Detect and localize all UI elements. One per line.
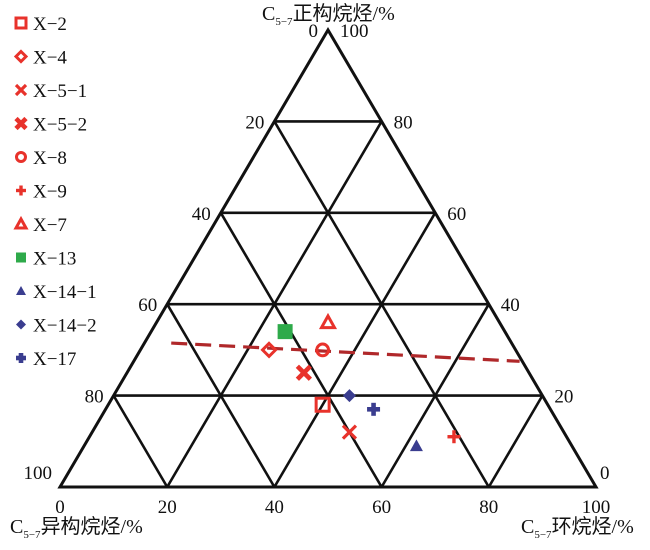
legend-item-x-14-2: X−14−2 — [16, 316, 97, 337]
bottom-tick-80: 80 — [479, 497, 498, 518]
bottom-tick-20: 20 — [158, 497, 177, 518]
grid-line-iso-80 — [112, 394, 169, 488]
bottom-tick-0: 0 — [55, 497, 65, 518]
left-tick-80: 80 — [85, 387, 104, 408]
left-tick-0: 0 — [309, 21, 319, 42]
legend-item-x-9: X−9 — [16, 182, 67, 203]
reference-line-layer — [171, 341, 520, 363]
point-x-7 — [318, 312, 338, 330]
legend-item-x-13: X−13 — [16, 249, 76, 270]
legend: X−2X−4X−5−1X−5−2X−8X−9X−7X−13X−14−1X−14−… — [13, 14, 97, 370]
grid-line-cyclo-60 — [380, 303, 490, 488]
legend-marker-x-14-2 — [16, 319, 26, 330]
left-tick-40: 40 — [192, 204, 211, 225]
legend-marker-x-7 — [13, 215, 29, 230]
legend-item-x-5-2: X−5−2 — [14, 115, 87, 136]
left-tick-20: 20 — [245, 112, 264, 133]
ternary-frame — [57, 27, 599, 489]
right-tick-0: 0 — [600, 463, 610, 484]
right-tick-40: 40 — [501, 295, 520, 316]
legend-label-x-2: X−2 — [33, 14, 67, 35]
legend-label-x-17: X−17 — [33, 349, 76, 370]
point-x-4 — [260, 341, 278, 359]
bottom-tick-40: 40 — [265, 497, 284, 518]
legend-item-x-7: X−7 — [13, 215, 67, 236]
bottom-tick-100: 100 — [582, 497, 611, 518]
legend-marker-x-5-1 — [14, 83, 28, 97]
legend-marker-x-8 — [15, 151, 27, 163]
legend-label-x-14-2: X−14−2 — [33, 316, 97, 337]
right-tick-80: 80 — [394, 112, 413, 133]
legend-item-x-14-1: X−14−1 — [16, 282, 97, 303]
bottom-tick-60: 60 — [372, 497, 391, 518]
point-x-17 — [367, 402, 381, 416]
legend-label-x-4: X−4 — [33, 48, 67, 69]
right-tick-60: 60 — [447, 204, 466, 225]
axis-title-top: C5−7正构烷烃/% — [262, 2, 395, 28]
legend-marker-x-5-2 — [14, 116, 28, 131]
legend-item-x-8: X−8 — [15, 148, 67, 169]
right-tick-100: 100 — [340, 21, 369, 42]
grid-line-cyclo-40 — [273, 212, 437, 488]
dashed-reference-line — [171, 341, 520, 363]
point-x-8 — [315, 342, 330, 358]
point-x-5-2 — [295, 364, 313, 381]
grid-line-cyclo-80 — [487, 394, 544, 488]
legend-item-x-17: X−17 — [16, 349, 76, 370]
left-tick-60: 60 — [138, 295, 157, 316]
legend-label-x-9: X−9 — [33, 182, 67, 203]
legend-label-x-7: X−7 — [33, 215, 67, 236]
point-x-9 — [447, 430, 461, 444]
legend-marker-x-14-1 — [16, 286, 26, 295]
left-tick-100: 100 — [24, 463, 53, 484]
axis-title-bottom-right: C5−7环烷烃/% — [521, 515, 634, 541]
legend-item-x-5-1: X−5−1 — [14, 81, 87, 102]
legend-item-x-2: X−2 — [14, 14, 67, 35]
legend-marker-x-2 — [14, 16, 28, 30]
tick-labels: 0 20 40 60 80 100 100 80 60 40 20 0 0 20 40 60 80 100 — [24, 21, 611, 518]
legend-label-x-8: X−8 — [33, 148, 67, 169]
point-x-2 — [314, 396, 331, 413]
legend-item-x-4: X−4 — [13, 48, 67, 69]
grid-line-iso-60 — [166, 303, 276, 488]
legend-label-x-5-1: X−5−1 — [33, 81, 87, 102]
legend-label-x-14-1: X−14−1 — [33, 282, 97, 303]
legend-label-x-13: X−13 — [33, 249, 76, 270]
legend-marker-x-4 — [13, 49, 29, 64]
triangle-frame — [57, 27, 599, 489]
point-x-5-1 — [341, 424, 358, 440]
legend-label-x-5-2: X−5−2 — [33, 115, 87, 136]
point-x-14-1 — [409, 439, 423, 452]
axis-titles: C5−7正构烷烃/% C5−7异构烷烃/% C5−7环烷烃/% — [10, 2, 634, 541]
data-points — [260, 312, 461, 452]
legend-marker-x-17 — [16, 353, 26, 363]
ternary-grid — [112, 120, 544, 488]
right-tick-20: 20 — [554, 387, 573, 408]
legend-marker-x-13 — [16, 252, 26, 263]
point-x-14-2 — [342, 389, 356, 403]
legend-marker-x-9 — [16, 185, 26, 196]
point-x-13 — [277, 324, 293, 340]
axis-title-bottom-left: C5−7异构烷烃/% — [10, 515, 143, 541]
